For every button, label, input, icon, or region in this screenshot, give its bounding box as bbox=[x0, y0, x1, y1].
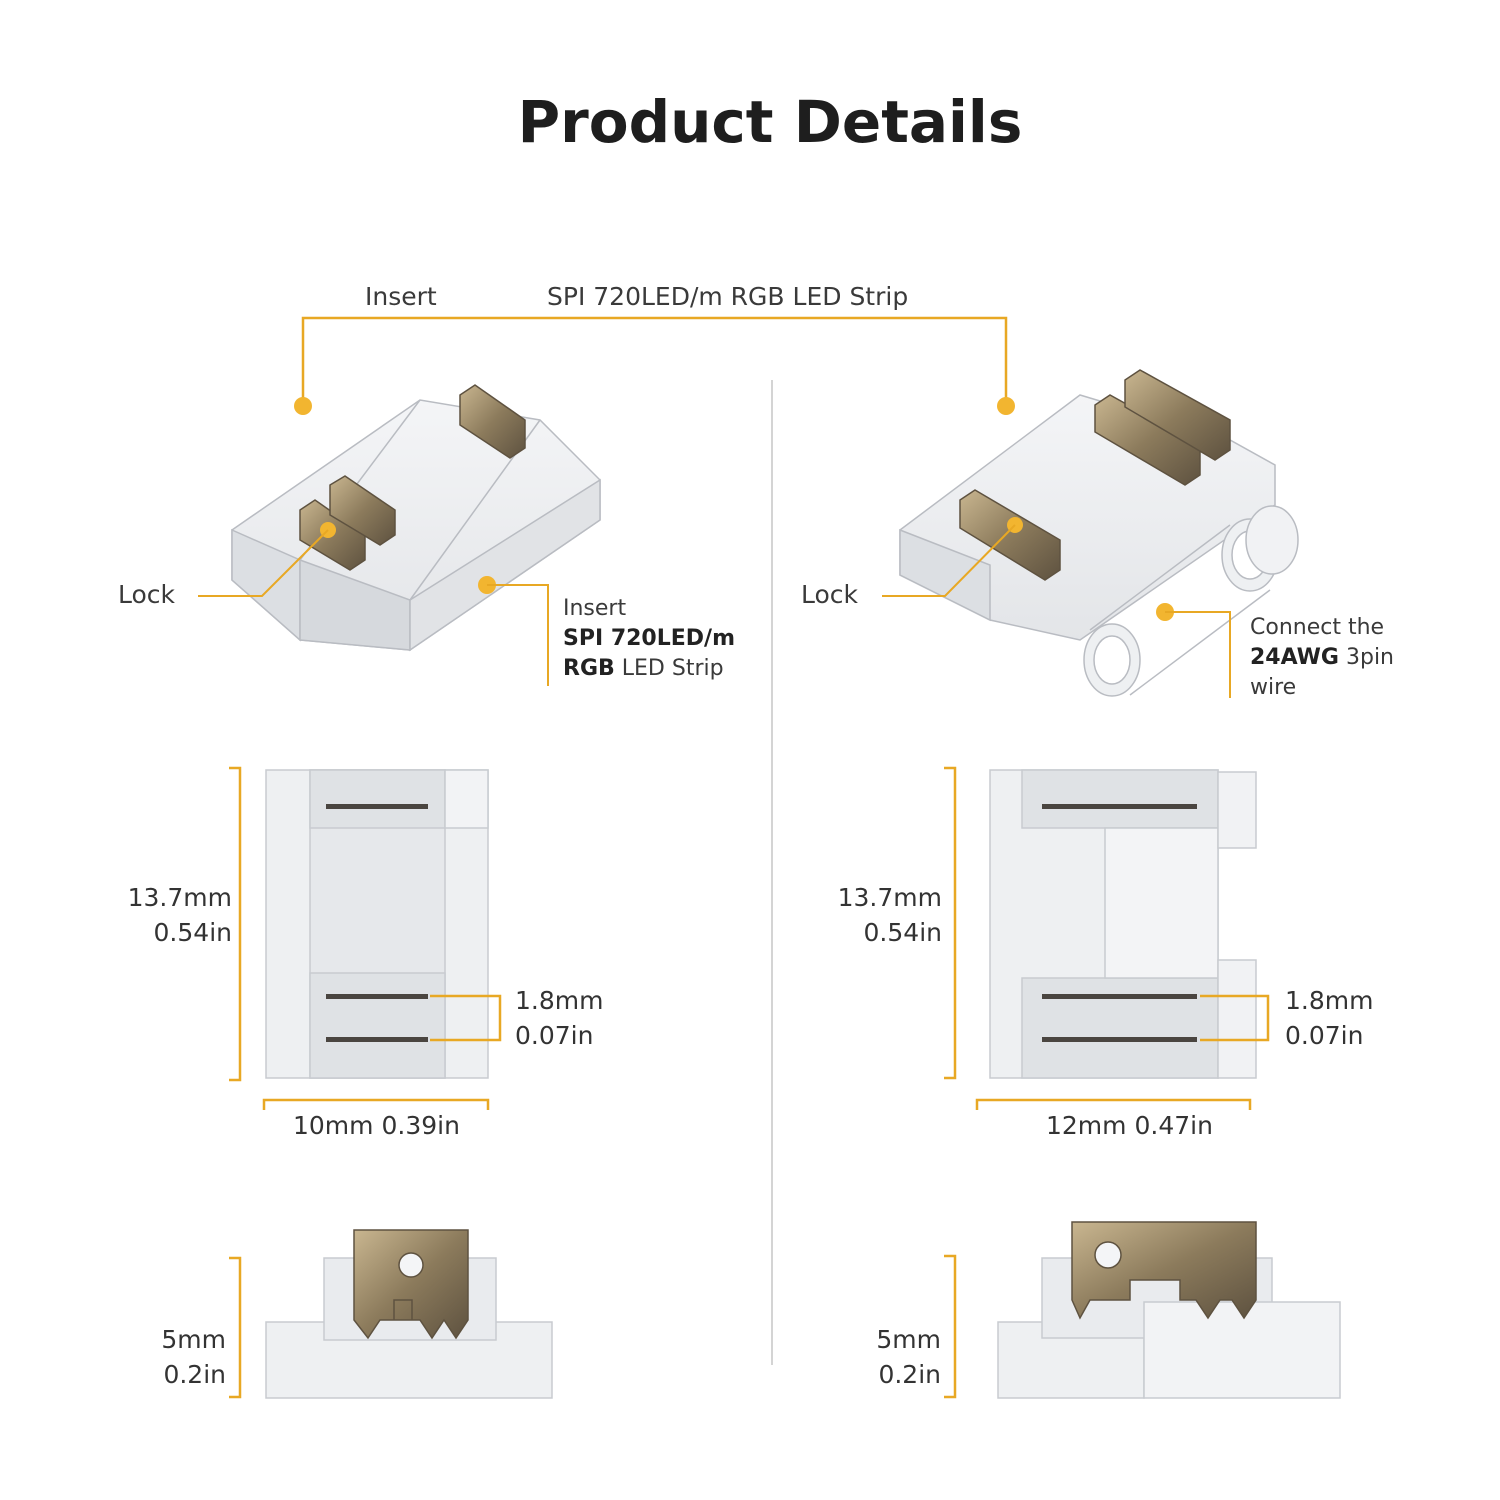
right-top-contacts bbox=[1042, 804, 1197, 1042]
left-thick-dim: 5mm 0.2in bbox=[100, 1322, 226, 1392]
page-title: Product Details bbox=[517, 88, 1023, 156]
right-connector-side bbox=[997, 1221, 1341, 1399]
right-height-mm: 13.7mm bbox=[837, 883, 942, 912]
wire-callout-line3: wire bbox=[1250, 675, 1297, 700]
left-connector-top bbox=[265, 769, 489, 1079]
left-pitch-in: 0.07in bbox=[515, 1021, 594, 1050]
wire-callout-right: Connect the 24AWG 3pin wire bbox=[1250, 613, 1394, 703]
left-height-in: 0.54in bbox=[153, 918, 232, 947]
wire-leader-right bbox=[1165, 611, 1231, 698]
lock-leader-left bbox=[198, 529, 329, 597]
lock-label-left: Lock bbox=[118, 580, 176, 609]
left-width-dim: 10mm 0.39in bbox=[293, 1111, 460, 1140]
left-pitch-mm: 1.8mm bbox=[515, 986, 604, 1015]
left-pitch-bracket bbox=[430, 994, 502, 1042]
right-pitch-in: 0.07in bbox=[1285, 1021, 1364, 1050]
right-height-dim: 13.7mm 0.54in bbox=[810, 880, 942, 950]
top-bracket bbox=[301, 316, 1008, 402]
right-height-in: 0.54in bbox=[863, 918, 942, 947]
insert-leader-left bbox=[487, 584, 549, 686]
left-top-contacts bbox=[326, 804, 428, 1042]
left-height-mm: 13.7mm bbox=[127, 883, 232, 912]
left-thick-in: 0.2in bbox=[163, 1360, 226, 1389]
left-connector-iso bbox=[231, 384, 601, 652]
insert-callout-line3-rest: LED Strip bbox=[614, 656, 724, 681]
insert-dot-right bbox=[997, 397, 1015, 415]
insert-callout-line3-bold: RGB bbox=[563, 656, 615, 681]
insert-callout-line1: Insert bbox=[563, 596, 627, 621]
wire-callout-line2-bold: 24AWG bbox=[1250, 645, 1339, 670]
right-thick-dim: 5mm 0.2in bbox=[815, 1322, 941, 1392]
right-width-bracket bbox=[975, 1098, 1252, 1110]
right-connector-iso bbox=[899, 369, 1299, 697]
right-thick-in: 0.2in bbox=[878, 1360, 941, 1389]
right-height-bracket bbox=[944, 766, 957, 1080]
insert-label: Insert bbox=[365, 282, 437, 311]
right-pitch-mm: 1.8mm bbox=[1285, 986, 1374, 1015]
right-thick-bracket bbox=[944, 1254, 957, 1399]
left-pitch-dim: 1.8mm 0.07in bbox=[515, 983, 603, 1053]
insert-callout-left: Insert SPI 720LED/m RGB LED Strip bbox=[563, 594, 735, 684]
left-height-bracket bbox=[229, 766, 242, 1082]
insert-callout-line2: SPI 720LED/m bbox=[563, 626, 736, 651]
left-width-bracket bbox=[262, 1098, 490, 1110]
strip-label: SPI 720LED/m RGB LED Strip bbox=[547, 282, 909, 311]
insert-dot-left bbox=[294, 397, 312, 415]
right-pitch-bracket bbox=[1200, 994, 1270, 1042]
left-thick-bracket bbox=[229, 1256, 242, 1399]
left-height-dim: 13.7mm 0.54in bbox=[100, 880, 232, 950]
right-pitch-dim: 1.8mm 0.07in bbox=[1285, 983, 1373, 1053]
right-connector-top bbox=[989, 769, 1257, 1079]
lock-leader-right bbox=[882, 524, 1016, 597]
left-thick-mm: 5mm bbox=[161, 1325, 226, 1354]
left-connector-side bbox=[265, 1229, 553, 1399]
right-width-dim: 12mm 0.47in bbox=[1046, 1111, 1213, 1140]
wire-callout-line1: Connect the bbox=[1250, 615, 1385, 640]
wire-callout-line2-rest: 3pin bbox=[1338, 645, 1394, 670]
lock-label-right: Lock bbox=[801, 580, 859, 609]
right-thick-mm: 5mm bbox=[876, 1325, 941, 1354]
